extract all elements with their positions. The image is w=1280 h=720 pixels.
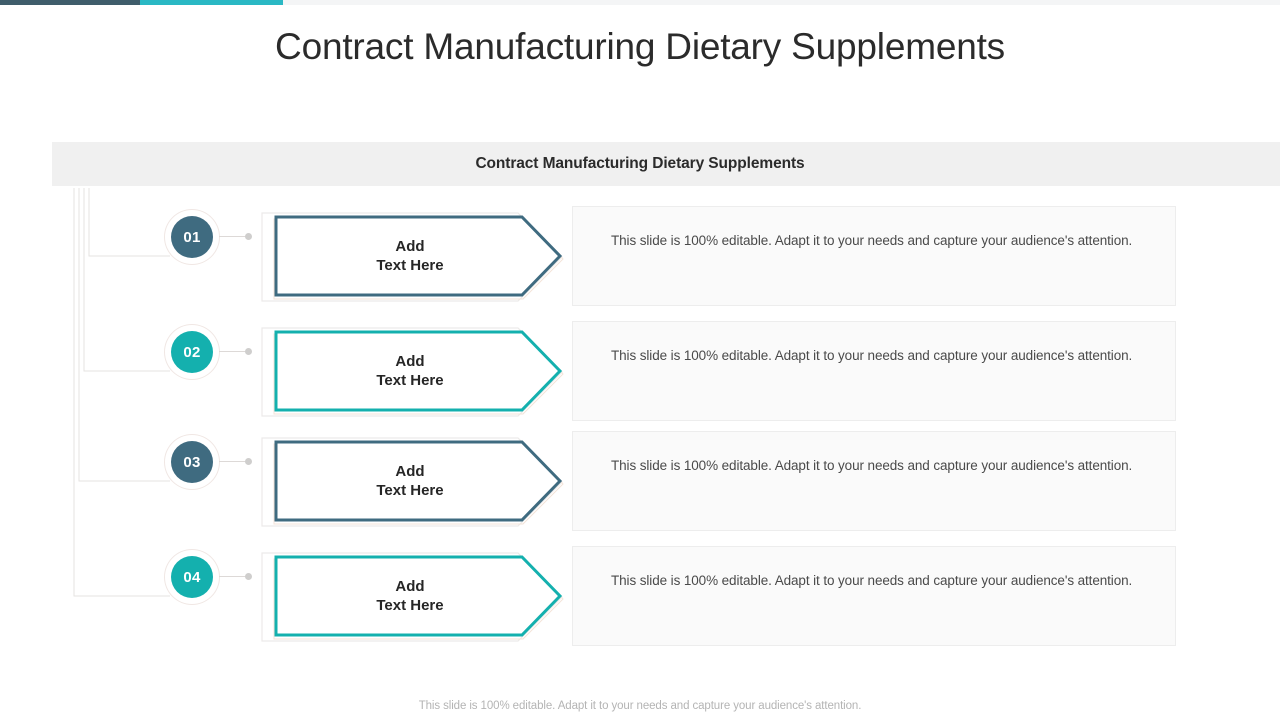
accent-segment-dark: [0, 0, 140, 5]
arrow-label-line1: Add: [395, 237, 425, 255]
arrow-label-line1: Add: [395, 577, 425, 595]
arrow-label: Add Text Here: [274, 203, 546, 308]
connector-dot: [245, 573, 252, 580]
section-header-title: Contract Manufacturing Dietary Supplemen…: [475, 155, 805, 172]
arrow-label-line1: Add: [395, 462, 425, 480]
step-badge[interactable]: 01: [165, 210, 219, 264]
arrow-callout[interactable]: Add Text Here: [260, 203, 566, 308]
description-box[interactable]: This slide is 100% editable. Adapt it to…: [572, 206, 1176, 306]
arrow-callout[interactable]: Add Text Here: [260, 543, 566, 648]
badge-number: 04: [171, 556, 213, 598]
arrow-label-line2: Text Here: [376, 371, 444, 389]
step-badge[interactable]: 02: [165, 325, 219, 379]
arrow-callout[interactable]: Add Text Here: [260, 318, 566, 423]
arrow-label: Add Text Here: [274, 428, 546, 533]
description-box[interactable]: This slide is 100% editable. Adapt it to…: [572, 546, 1176, 646]
arrow-label: Add Text Here: [274, 543, 546, 648]
accent-segment-teal: [140, 0, 283, 5]
description-box[interactable]: This slide is 100% editable. Adapt it to…: [572, 431, 1176, 531]
step-badge[interactable]: 03: [165, 435, 219, 489]
description-text: This slide is 100% editable. Adapt it to…: [611, 348, 1133, 363]
arrow-callout[interactable]: Add Text Here: [260, 428, 566, 533]
arrow-label-line1: Add: [395, 352, 425, 370]
list-item[interactable]: 03 Add Text Here This slide is 100% edit…: [0, 431, 1280, 531]
diagram-area: 01 Add Text Here This slide is 100% edit…: [0, 186, 1280, 656]
arrow-shape-icon: [261, 552, 564, 642]
top-accent-bar: [0, 0, 1280, 5]
badge-number: 03: [171, 441, 213, 483]
step-badge[interactable]: 04: [165, 550, 219, 604]
arrow-label-line2: Text Here: [376, 596, 444, 614]
badge-number: 02: [171, 331, 213, 373]
badge-connector-line: [219, 576, 251, 577]
footer-note: This slide is 100% editable. Adapt it to…: [418, 700, 862, 712]
arrow-label-line2: Text Here: [376, 481, 444, 499]
badge-connector-line: [219, 236, 251, 237]
list-item[interactable]: 04 Add Text Here This slide is 100% edit…: [0, 546, 1280, 646]
badge-connector-line: [219, 351, 251, 352]
accent-segment-light: [283, 0, 1280, 5]
section-header-bar: Contract Manufacturing Dietary Supplemen…: [52, 142, 1280, 186]
arrow-shape-icon: [261, 212, 564, 302]
arrow-label-line2: Text Here: [376, 256, 444, 274]
connector-dot: [245, 348, 252, 355]
description-box[interactable]: This slide is 100% editable. Adapt it to…: [572, 321, 1176, 421]
badge-connector-line: [219, 461, 251, 462]
list-item[interactable]: 02 Add Text Here This slide is 100% edit…: [0, 321, 1280, 421]
page-title: Contract Manufacturing Dietary Supplemen…: [275, 26, 1005, 67]
description-text: This slide is 100% editable. Adapt it to…: [611, 573, 1133, 588]
list-item[interactable]: 01 Add Text Here This slide is 100% edit…: [0, 206, 1280, 306]
connector-lines: [73, 188, 170, 597]
description-text: This slide is 100% editable. Adapt it to…: [611, 233, 1133, 248]
connector-dot: [245, 233, 252, 240]
connector-dot: [245, 458, 252, 465]
description-text: This slide is 100% editable. Adapt it to…: [611, 458, 1133, 473]
badge-number: 01: [171, 216, 213, 258]
arrow-shape-icon: [261, 437, 564, 527]
arrow-shape-icon: [261, 327, 564, 417]
arrow-label: Add Text Here: [274, 318, 546, 423]
